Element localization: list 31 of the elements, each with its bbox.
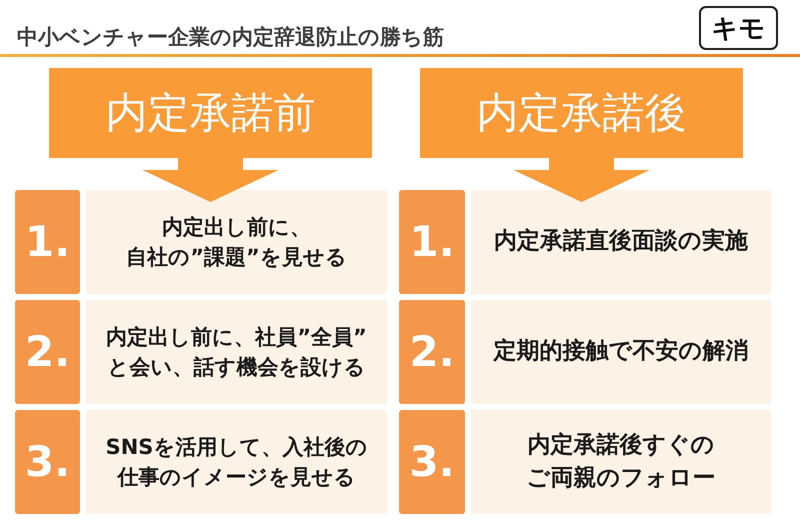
step-number: 1.: [409, 218, 455, 266]
down-arrow-banner: [49, 68, 372, 202]
step-number: 2.: [24, 328, 70, 376]
step-text: 内定出し前に、社員”全員”と会い、話す機会を設ける: [105, 324, 368, 381]
step-text: 内定承諾後すぐのご両親のフォロー: [526, 430, 716, 493]
step-panel: [86, 190, 387, 294]
down-arrow-banner: [420, 68, 743, 202]
number-tile: [15, 190, 80, 294]
number-tile: [15, 300, 80, 404]
number-tile: [399, 190, 465, 294]
step-panel: [471, 190, 771, 294]
step-number: 3.: [24, 438, 70, 486]
step-text: 定期的接触で不安の解消: [494, 337, 748, 366]
step-panel: [86, 300, 387, 404]
step-text: SNSを活用して、入社後の仕事のイメージを見せる: [104, 434, 368, 491]
page-title: 中小ベンチャー企業の内定辞退防止の勝ち筋: [17, 24, 444, 51]
tag-label: キモ: [712, 12, 766, 46]
number-tile: [399, 410, 465, 514]
number-tile: [15, 410, 80, 514]
step-panel: [471, 410, 771, 514]
number-tile: [399, 300, 465, 404]
step-number: 3.: [409, 438, 455, 486]
step-text: 内定出し前に、自社の”課題”を見せる: [125, 214, 348, 271]
step-panel: [471, 300, 771, 404]
step-number: 1.: [24, 218, 70, 266]
banner-title: 内定承諾後: [476, 88, 686, 138]
banner-title: 内定承諾前: [106, 88, 316, 138]
step-number: 2.: [409, 328, 455, 376]
key-point-tag: [699, 6, 778, 50]
step-panel: [86, 410, 387, 514]
step-text: 内定承諾直後面談の実施: [494, 227, 748, 256]
